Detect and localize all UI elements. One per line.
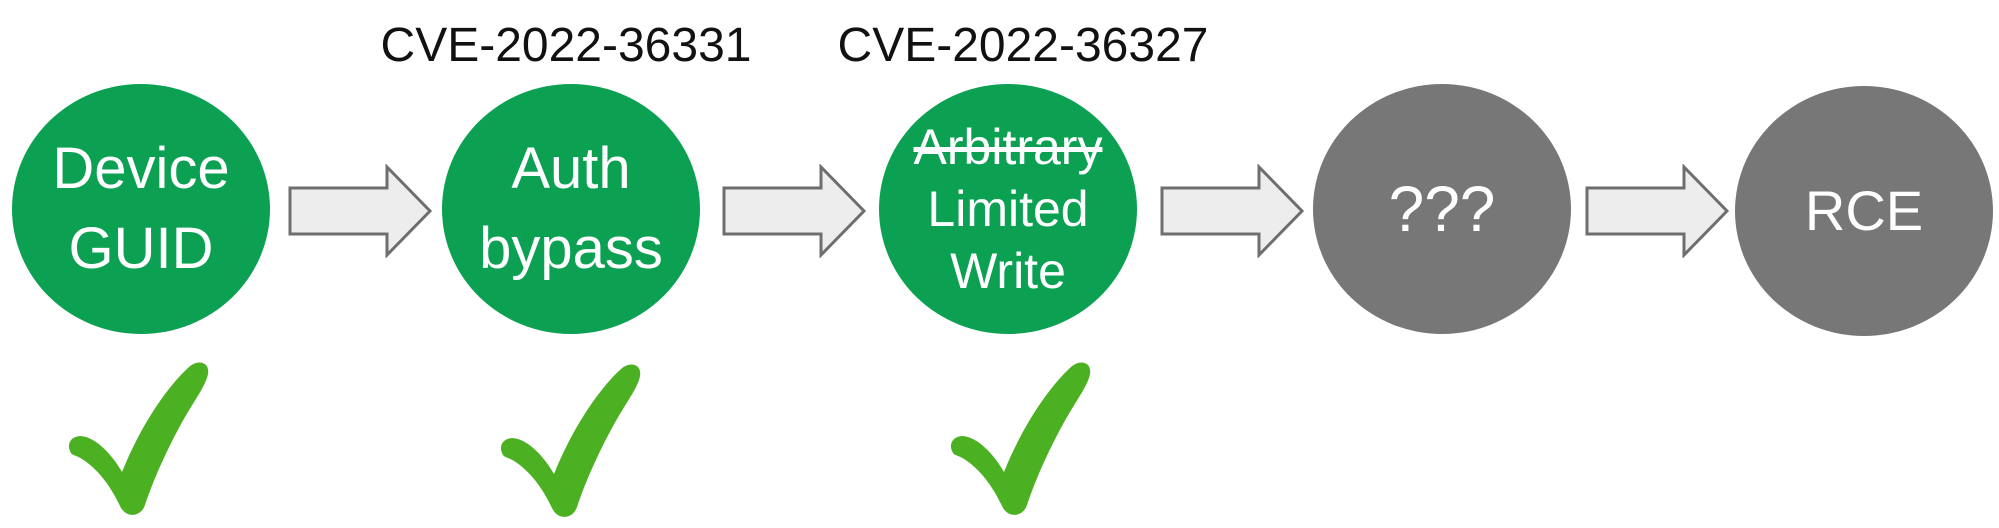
node-rce-label: RCE	[1804, 179, 1924, 242]
checkmark-icon	[68, 362, 209, 515]
node-device-guid-line-1: Device	[52, 136, 230, 201]
node-device-guid-line-2: GUID	[68, 216, 214, 281]
node-auth-bypass-line-2: bypass	[479, 216, 663, 281]
node-unknown-step-label: ???	[1388, 173, 1496, 245]
node-limited-write-line-3: Write	[950, 243, 1066, 299]
node-auth-bypass: Auth bypass	[442, 84, 700, 334]
arrow-right-icon	[288, 164, 433, 258]
node-limited-write-strikethrough-line: Arbitrary	[913, 119, 1103, 175]
arrow-right-icon	[722, 164, 867, 258]
node-unknown-step: ???	[1313, 84, 1571, 334]
checkmark-icon	[500, 364, 641, 517]
cve-label-auth-bypass: CVE-2022-36331	[380, 19, 752, 72]
arrow-right-icon	[1160, 164, 1305, 258]
node-limited-write: Arbitrary Limited Write	[879, 84, 1137, 334]
node-rce: RCE	[1735, 86, 1993, 336]
cve-label-limited-write: CVE-2022-36327	[837, 19, 1209, 72]
node-auth-bypass-line-1: Auth	[511, 136, 631, 201]
checkmark-icon	[950, 362, 1091, 515]
node-device-guid: Device GUID	[12, 84, 270, 334]
node-limited-write-line-2: Limited	[927, 181, 1089, 237]
arrow-right-icon	[1585, 164, 1730, 258]
